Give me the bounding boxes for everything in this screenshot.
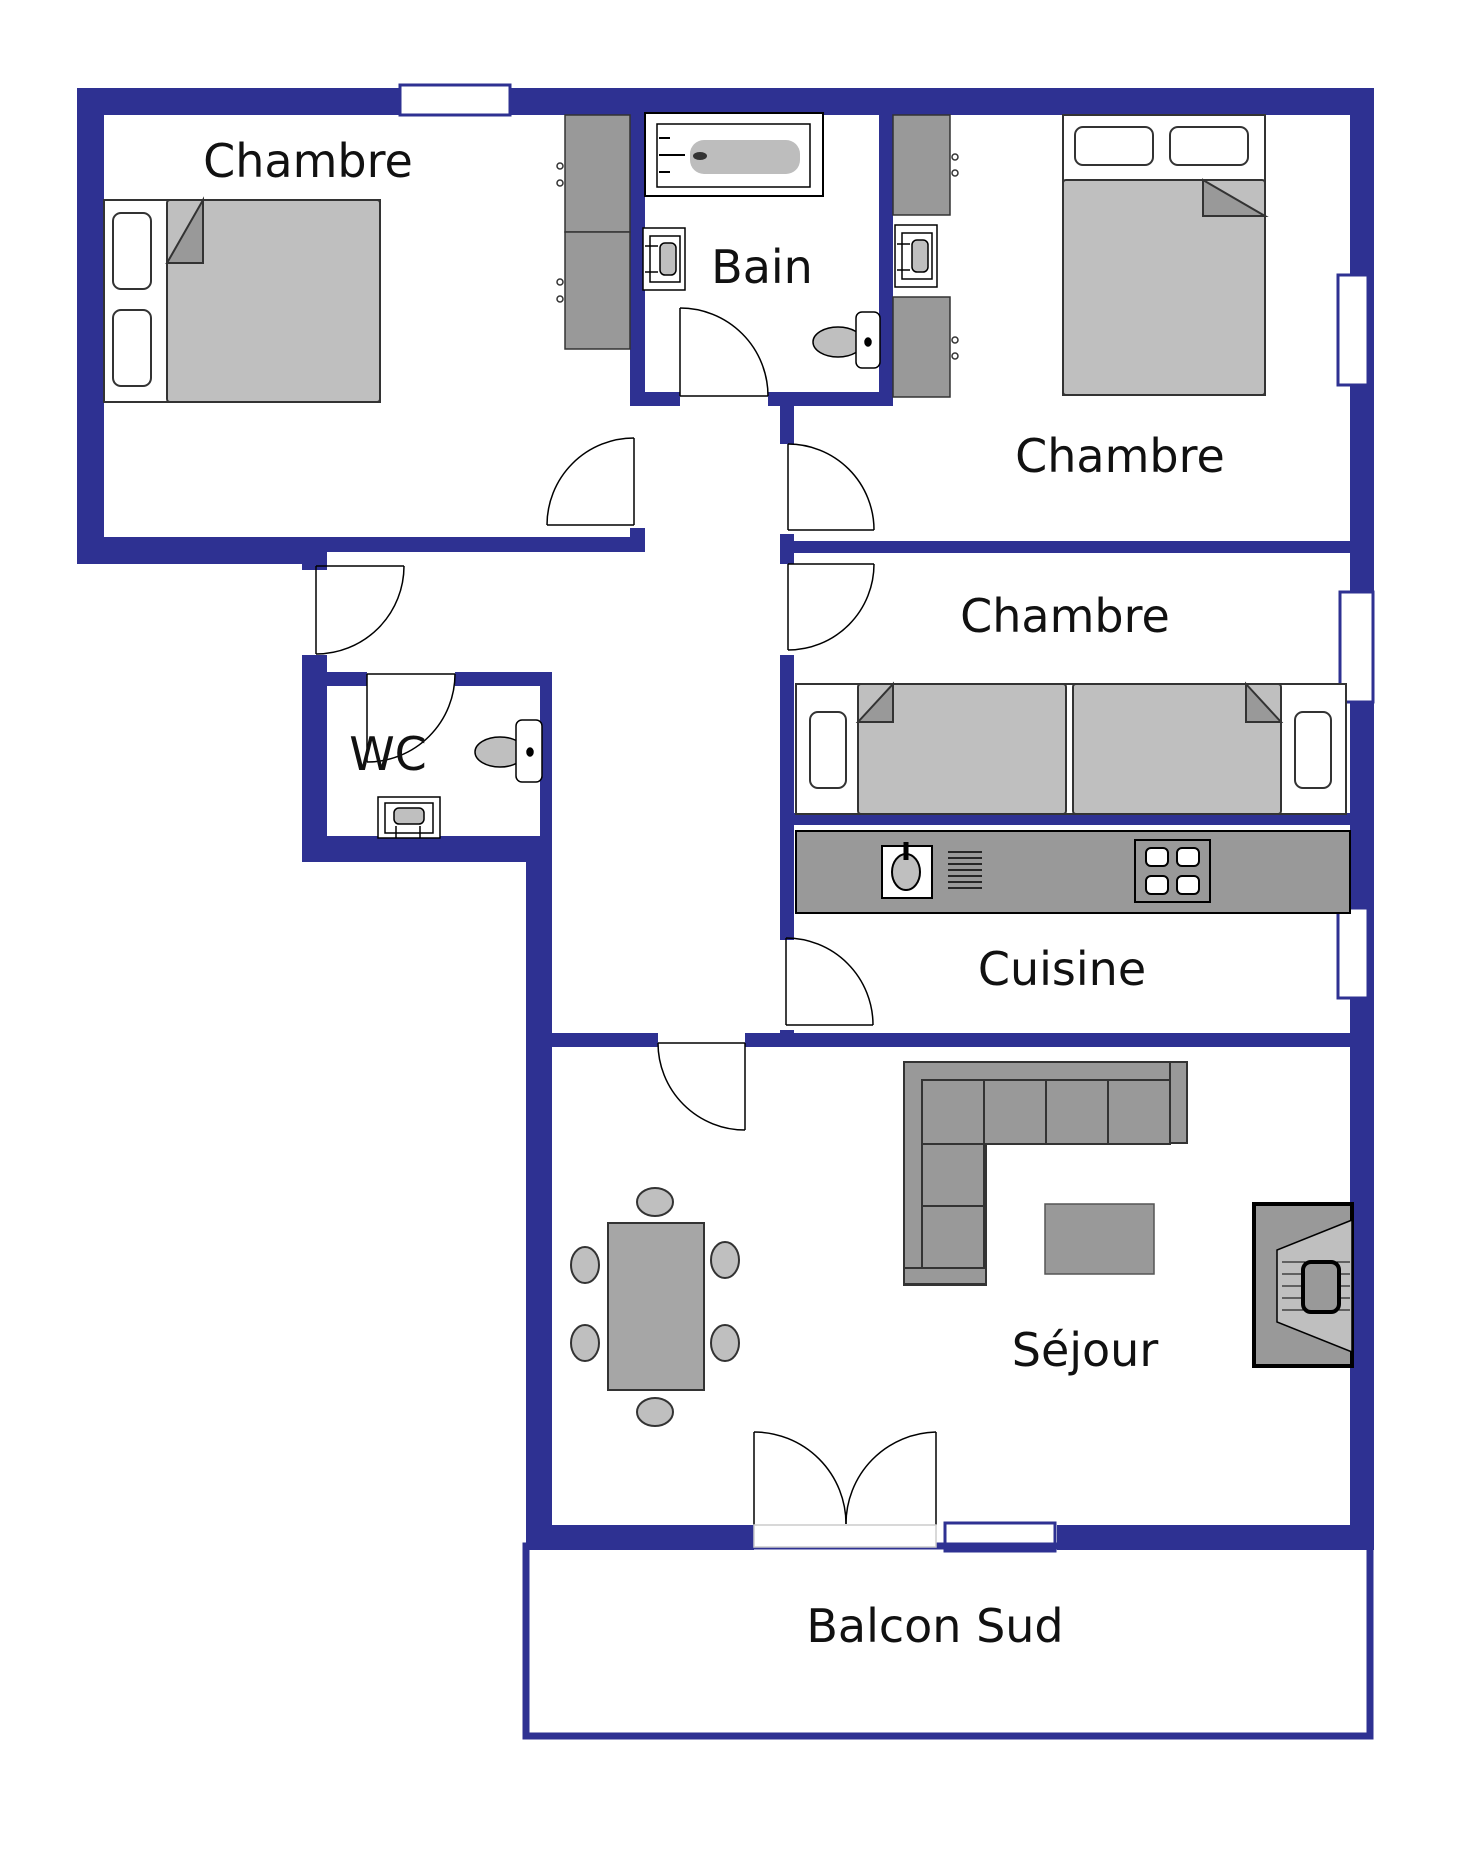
label-wc: WC: [349, 727, 427, 781]
wall-bain-left: [630, 104, 645, 404]
wall-wc-top-b: [455, 672, 552, 686]
window-top-chambre1: [398, 83, 512, 117]
door-chambre3: [787, 563, 875, 651]
beds-chambre3: [795, 681, 1347, 815]
doors: [315, 307, 937, 1548]
sink-chambre2: [894, 224, 938, 288]
coffee-table: [1044, 1203, 1155, 1275]
bathtub: [644, 112, 824, 197]
wall-cuisine-bottom-b: [745, 1033, 1364, 1047]
wardrobe-chambre2: [892, 114, 959, 398]
label-chambre-3: Chambre: [960, 589, 1170, 643]
balcon-outline: [522, 1542, 1374, 1740]
label-chambre-2: Chambre: [1015, 429, 1225, 483]
wall-chambre1-bottom: [77, 537, 327, 564]
toilet-wc: [474, 719, 543, 783]
windows: [398, 83, 1375, 1553]
wall-bain-left-low: [630, 528, 645, 552]
wall-top: [77, 88, 1374, 115]
wall-cuisine-bottom-a: [526, 1033, 658, 1047]
pillow: [1169, 126, 1249, 166]
wall-bain-right: [879, 104, 893, 406]
pillow: [1294, 711, 1332, 789]
toilet-bain: [812, 311, 881, 369]
window-right-chambre3: [1338, 590, 1375, 704]
wall-hall-left: [526, 836, 552, 1550]
wall-wc-bottom: [302, 836, 552, 862]
wall-chambre3-bottom: [780, 813, 1364, 825]
label-cuisine: Cuisine: [978, 942, 1146, 996]
sink-bain: [642, 227, 686, 291]
wall-wc-top-a: [302, 672, 367, 686]
chair: [570, 1187, 740, 1427]
label-bain: Bain: [711, 240, 813, 294]
dining-table: [570, 1187, 740, 1427]
walls: [77, 88, 1374, 1550]
bed-chambre1: [103, 196, 381, 403]
wall-hall-right-3: [780, 655, 794, 940]
pillow: [112, 212, 152, 290]
kitchen-sink: [881, 842, 982, 899]
label-balcon: Balcon Sud: [806, 1599, 1063, 1653]
wall-wc-right: [540, 672, 552, 837]
bed-chambre2: [1062, 114, 1269, 396]
kitchen-counter: [795, 830, 1351, 914]
room-labels: Chambre Bain Chambre Chambre WC Cuisine …: [203, 134, 1225, 1653]
wall-chambre1-bottom-2: [327, 537, 642, 552]
wardrobe-chambre1: [556, 114, 631, 350]
pillow: [1074, 126, 1154, 166]
label-sejour: Séjour: [1012, 1323, 1159, 1377]
wall-chambre2-bottom: [780, 541, 1364, 553]
cooktop: [1134, 839, 1211, 903]
sink-wc: [377, 796, 441, 839]
door-hall: [315, 565, 405, 655]
pillow: [809, 711, 847, 789]
door-cuisine: [785, 937, 874, 1026]
wall-hall-right-1: [780, 392, 794, 444]
wall-left-upper: [77, 88, 104, 564]
door-sejour: [657, 1042, 746, 1131]
door-chambre1: [546, 437, 635, 526]
sofa: [903, 1061, 1188, 1286]
fireplace: [1252, 1202, 1354, 1368]
wall-bain-bottom-b: [768, 392, 893, 406]
door-bain: [679, 307, 769, 397]
door-balcon: [753, 1431, 937, 1548]
window-right-cuisine: [1336, 906, 1370, 1000]
wall-wc-left: [302, 655, 327, 862]
label-chambre-1: Chambre: [203, 134, 413, 188]
door-chambre2: [787, 443, 875, 531]
pillow: [112, 309, 152, 387]
wall-bain-bottom-a: [630, 392, 680, 406]
window-right-chambre2: [1336, 273, 1370, 387]
door-wc: [366, 673, 456, 763]
